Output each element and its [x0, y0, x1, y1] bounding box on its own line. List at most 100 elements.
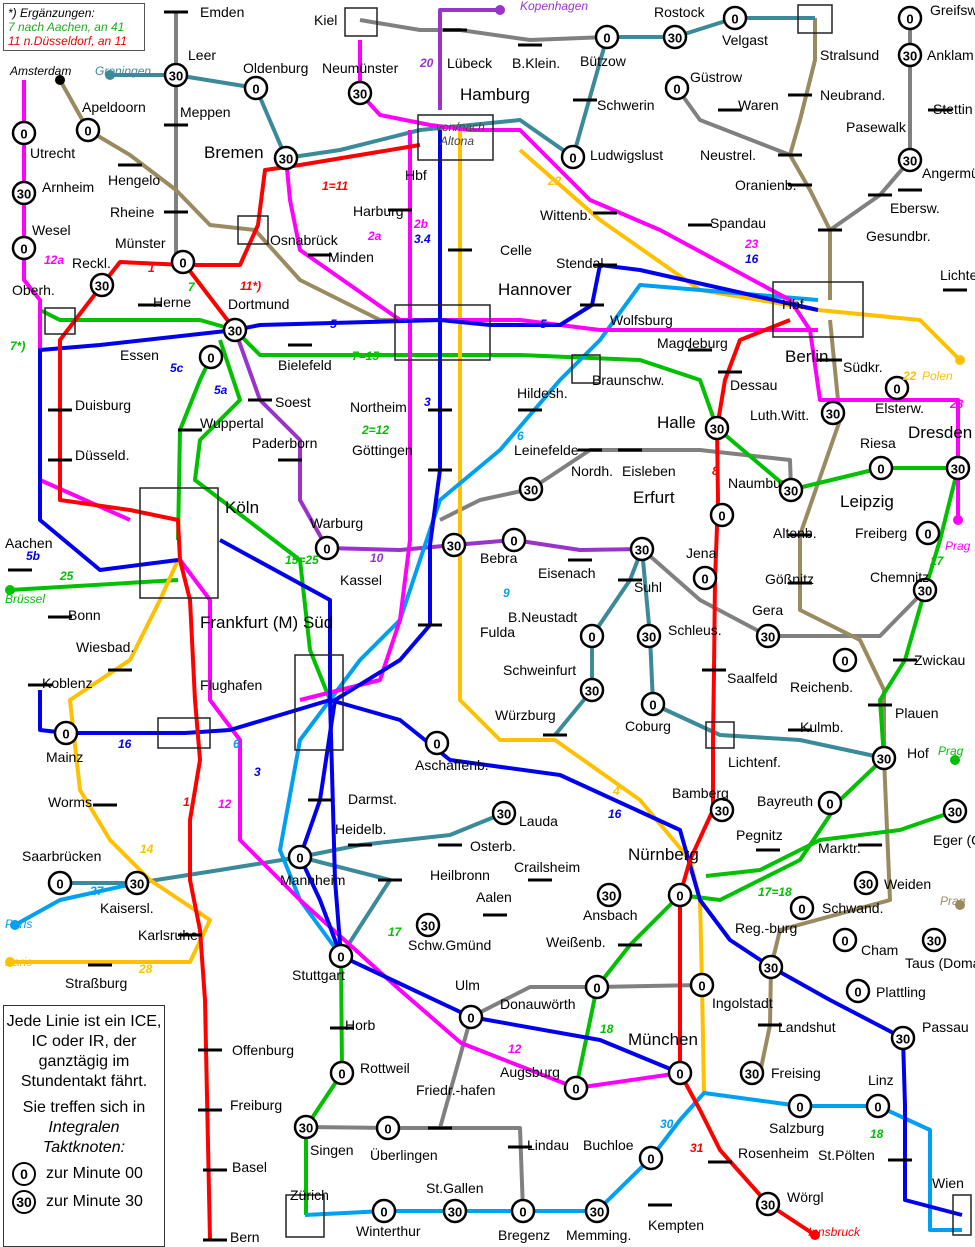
- paris2-arrow-icon: [5, 957, 15, 967]
- line-blue: [298, 130, 442, 957]
- legend-knot-00: 0 zur Minute 00: [4, 1162, 164, 1186]
- station-name: Frankfurt (M) Süd: [200, 613, 333, 632]
- station-suhl: Suhl: [618, 578, 662, 595]
- station-name: Donauwörth: [500, 996, 576, 1012]
- line-green: [304, 955, 344, 1215]
- line-red: [678, 318, 817, 1237]
- knot-minute: 30: [761, 1198, 775, 1213]
- knot-minute: 0: [877, 462, 884, 477]
- station-hengelo: Hengelo: [108, 163, 160, 188]
- knot-0-icon: [328, 943, 354, 969]
- legend-box: Jede Linie ist ein ICE, IC oder IR, der …: [3, 1005, 165, 1247]
- knot-minute: 0: [207, 351, 214, 366]
- station-name: Leinefelde: [514, 442, 579, 458]
- knot-0-icon: [667, 1060, 693, 1086]
- station-name: Köln: [225, 498, 259, 517]
- station-name: Magdeburg: [657, 335, 728, 351]
- stations: Emden30LeerMeppenRheineHengelo0Apeldoorn…: [5, 2, 975, 1245]
- line-gray: [439, 448, 793, 522]
- station-crailsheim: Crailsheim: [514, 859, 580, 882]
- station-name: Lichtenf.: [728, 754, 781, 770]
- station-name: Schweinfurt: [503, 662, 576, 678]
- knot-0-icon: [915, 520, 941, 546]
- station-name: Aalen: [476, 889, 512, 905]
- line-number-label: 1: [148, 261, 155, 275]
- knot-minute: 0: [338, 1067, 345, 1082]
- bruessel-arrow-icon: [5, 585, 15, 595]
- line-green: [176, 356, 213, 541]
- knot-30-icon: [871, 745, 897, 771]
- knot-minute: 30: [896, 1032, 910, 1047]
- knot-minute: 0: [647, 1152, 654, 1167]
- knot-minute: 30: [228, 324, 242, 339]
- station-name: Neubrand.: [820, 87, 885, 103]
- line-yellow: [518, 148, 962, 362]
- station-soest: Soest: [248, 394, 311, 410]
- station-name: Anklam: [927, 47, 974, 63]
- knot-minute: 30: [169, 69, 183, 84]
- knot-minute: 0: [323, 542, 330, 557]
- note-heading: *) Ergänzungen:: [8, 6, 95, 20]
- knot-minute: 0: [588, 630, 595, 645]
- station-name: Nordh.: [571, 463, 613, 479]
- station-lichtenf: Lichtenf.: [705, 721, 781, 770]
- station-box-icon: [344, 7, 378, 37]
- knot-minute: 0: [252, 82, 259, 97]
- knot-0-icon: [287, 844, 313, 870]
- station-name: Ulm: [455, 977, 480, 993]
- station-name: Augsburg: [500, 1064, 560, 1080]
- station-paderborn: Paderborn: [252, 435, 317, 462]
- station-name: St.Pölten: [818, 1147, 875, 1163]
- line-gray: [305, 1125, 525, 1212]
- knot-0-icon: [787, 1093, 813, 1119]
- station-herne: Herne: [138, 294, 191, 310]
- station-name: Reichenb.: [790, 679, 853, 695]
- station-bklein: B.Klein.: [512, 43, 560, 71]
- knot-minute: 30: [299, 1121, 313, 1136]
- knot-minute: 0: [906, 12, 913, 27]
- line-number-label: 17: [388, 925, 403, 939]
- line-number-label: 12: [218, 797, 232, 811]
- station-name: Hannover: [498, 280, 572, 299]
- knot-0-icon: [667, 882, 693, 908]
- knot-0-icon: [868, 455, 894, 481]
- station-name: Karlsruhe: [138, 927, 198, 943]
- station-zwickau: Zwickau: [893, 652, 965, 668]
- station-luebeck: Lübeck: [443, 28, 493, 71]
- knot-minute: 0: [519, 1205, 526, 1220]
- station-box-icon: [705, 721, 735, 749]
- station-emden: Emden: [164, 4, 244, 20]
- knot-minute: 30: [421, 919, 435, 934]
- knot-minute: 30: [903, 154, 917, 169]
- knot-30-icon: [415, 912, 441, 938]
- knot-minute: 30: [784, 484, 798, 499]
- station-meppen: Meppen: [164, 104, 231, 127]
- knot-30-icon: [636, 623, 662, 649]
- station-wiesbad: Wiesbad.: [76, 639, 134, 672]
- station-name: Elsterw.: [875, 400, 924, 416]
- station-wittenb: Wittenb.: [540, 207, 617, 223]
- station-offenburg: Offenburg: [198, 1042, 294, 1058]
- station-name: Stettin: [933, 101, 973, 117]
- station-plauen: Plauen: [868, 703, 939, 721]
- station-basel: Basel: [203, 1159, 267, 1175]
- station-bneustadt: 0B.Neustadt: [508, 609, 605, 649]
- knot-0-icon: [510, 1198, 536, 1224]
- line-number-label: 20: [419, 56, 434, 70]
- station-name: Bielefeld: [278, 357, 332, 373]
- station-name: Emden: [200, 4, 244, 20]
- station-name: Freiburg: [230, 1097, 282, 1113]
